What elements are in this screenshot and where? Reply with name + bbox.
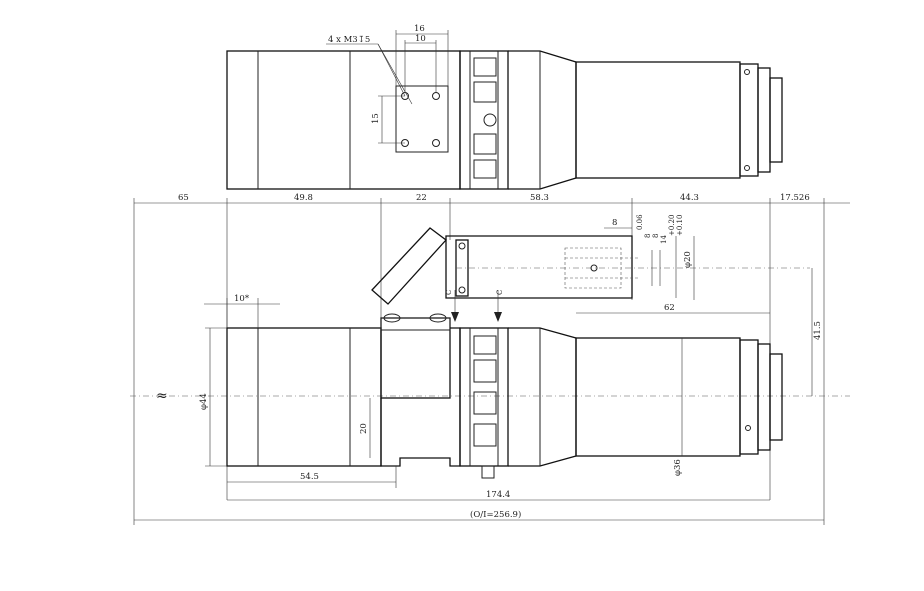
dimension-chain: 65 49.8 22 58.3 44.3 17.526 xyxy=(133,193,850,525)
dim-8-c: 8 xyxy=(652,234,660,238)
dim-tol-020: +0.20 xyxy=(668,215,676,236)
top-body-cylinder xyxy=(226,50,461,190)
dim-phi36: φ36 xyxy=(673,459,683,476)
tilted-head xyxy=(371,227,447,305)
section-mark-c1: C xyxy=(445,290,453,295)
dim-15: 15 xyxy=(371,113,381,124)
thread-callout: 4 x M3↧5 xyxy=(328,35,370,45)
dim-10: 10 xyxy=(415,34,426,44)
dim-tol-010: +0.10 xyxy=(676,215,684,236)
dim-41-5: 41.5 xyxy=(813,321,823,340)
dim-49-8: 49.8 xyxy=(294,193,313,203)
beam-housing xyxy=(445,235,633,299)
break-mark: ≈ xyxy=(156,388,168,404)
dim-0-06: 0.06 xyxy=(636,214,644,230)
dim-20-side: 20 xyxy=(359,423,369,434)
dim-8-b: 8 xyxy=(644,234,652,238)
dim-phi20: φ20 xyxy=(683,251,693,268)
screw-hole xyxy=(432,139,440,147)
side-body-cylinder xyxy=(226,327,382,467)
screw-hole xyxy=(432,92,440,100)
dim-22: 22 xyxy=(416,193,427,203)
dim-62: 62 xyxy=(664,303,675,313)
dim-total: (O/I=256.9) xyxy=(470,509,521,520)
dim-58-3: 58.3 xyxy=(530,193,549,203)
dim-65: 65 xyxy=(178,193,189,203)
dim-14: 14 xyxy=(660,235,668,244)
top-mount-square xyxy=(395,85,449,153)
dim-8-top: 8 xyxy=(612,218,617,228)
dim-54-5: 54.5 xyxy=(300,472,319,482)
dim-17-526: 17.526 xyxy=(780,193,810,203)
dim-174-4: 174.4 xyxy=(486,490,510,500)
dim-phi44: φ44 xyxy=(199,393,209,410)
top-view: 16 10 4 x M3↧5 15 xyxy=(226,24,783,190)
dim-16: 16 xyxy=(414,24,425,34)
section-mark-c2: C xyxy=(496,290,504,295)
dim-44-3: 44.3 xyxy=(680,193,699,203)
side-view: ≈ C C xyxy=(130,214,850,521)
dim-10-star: 10* xyxy=(234,294,250,304)
